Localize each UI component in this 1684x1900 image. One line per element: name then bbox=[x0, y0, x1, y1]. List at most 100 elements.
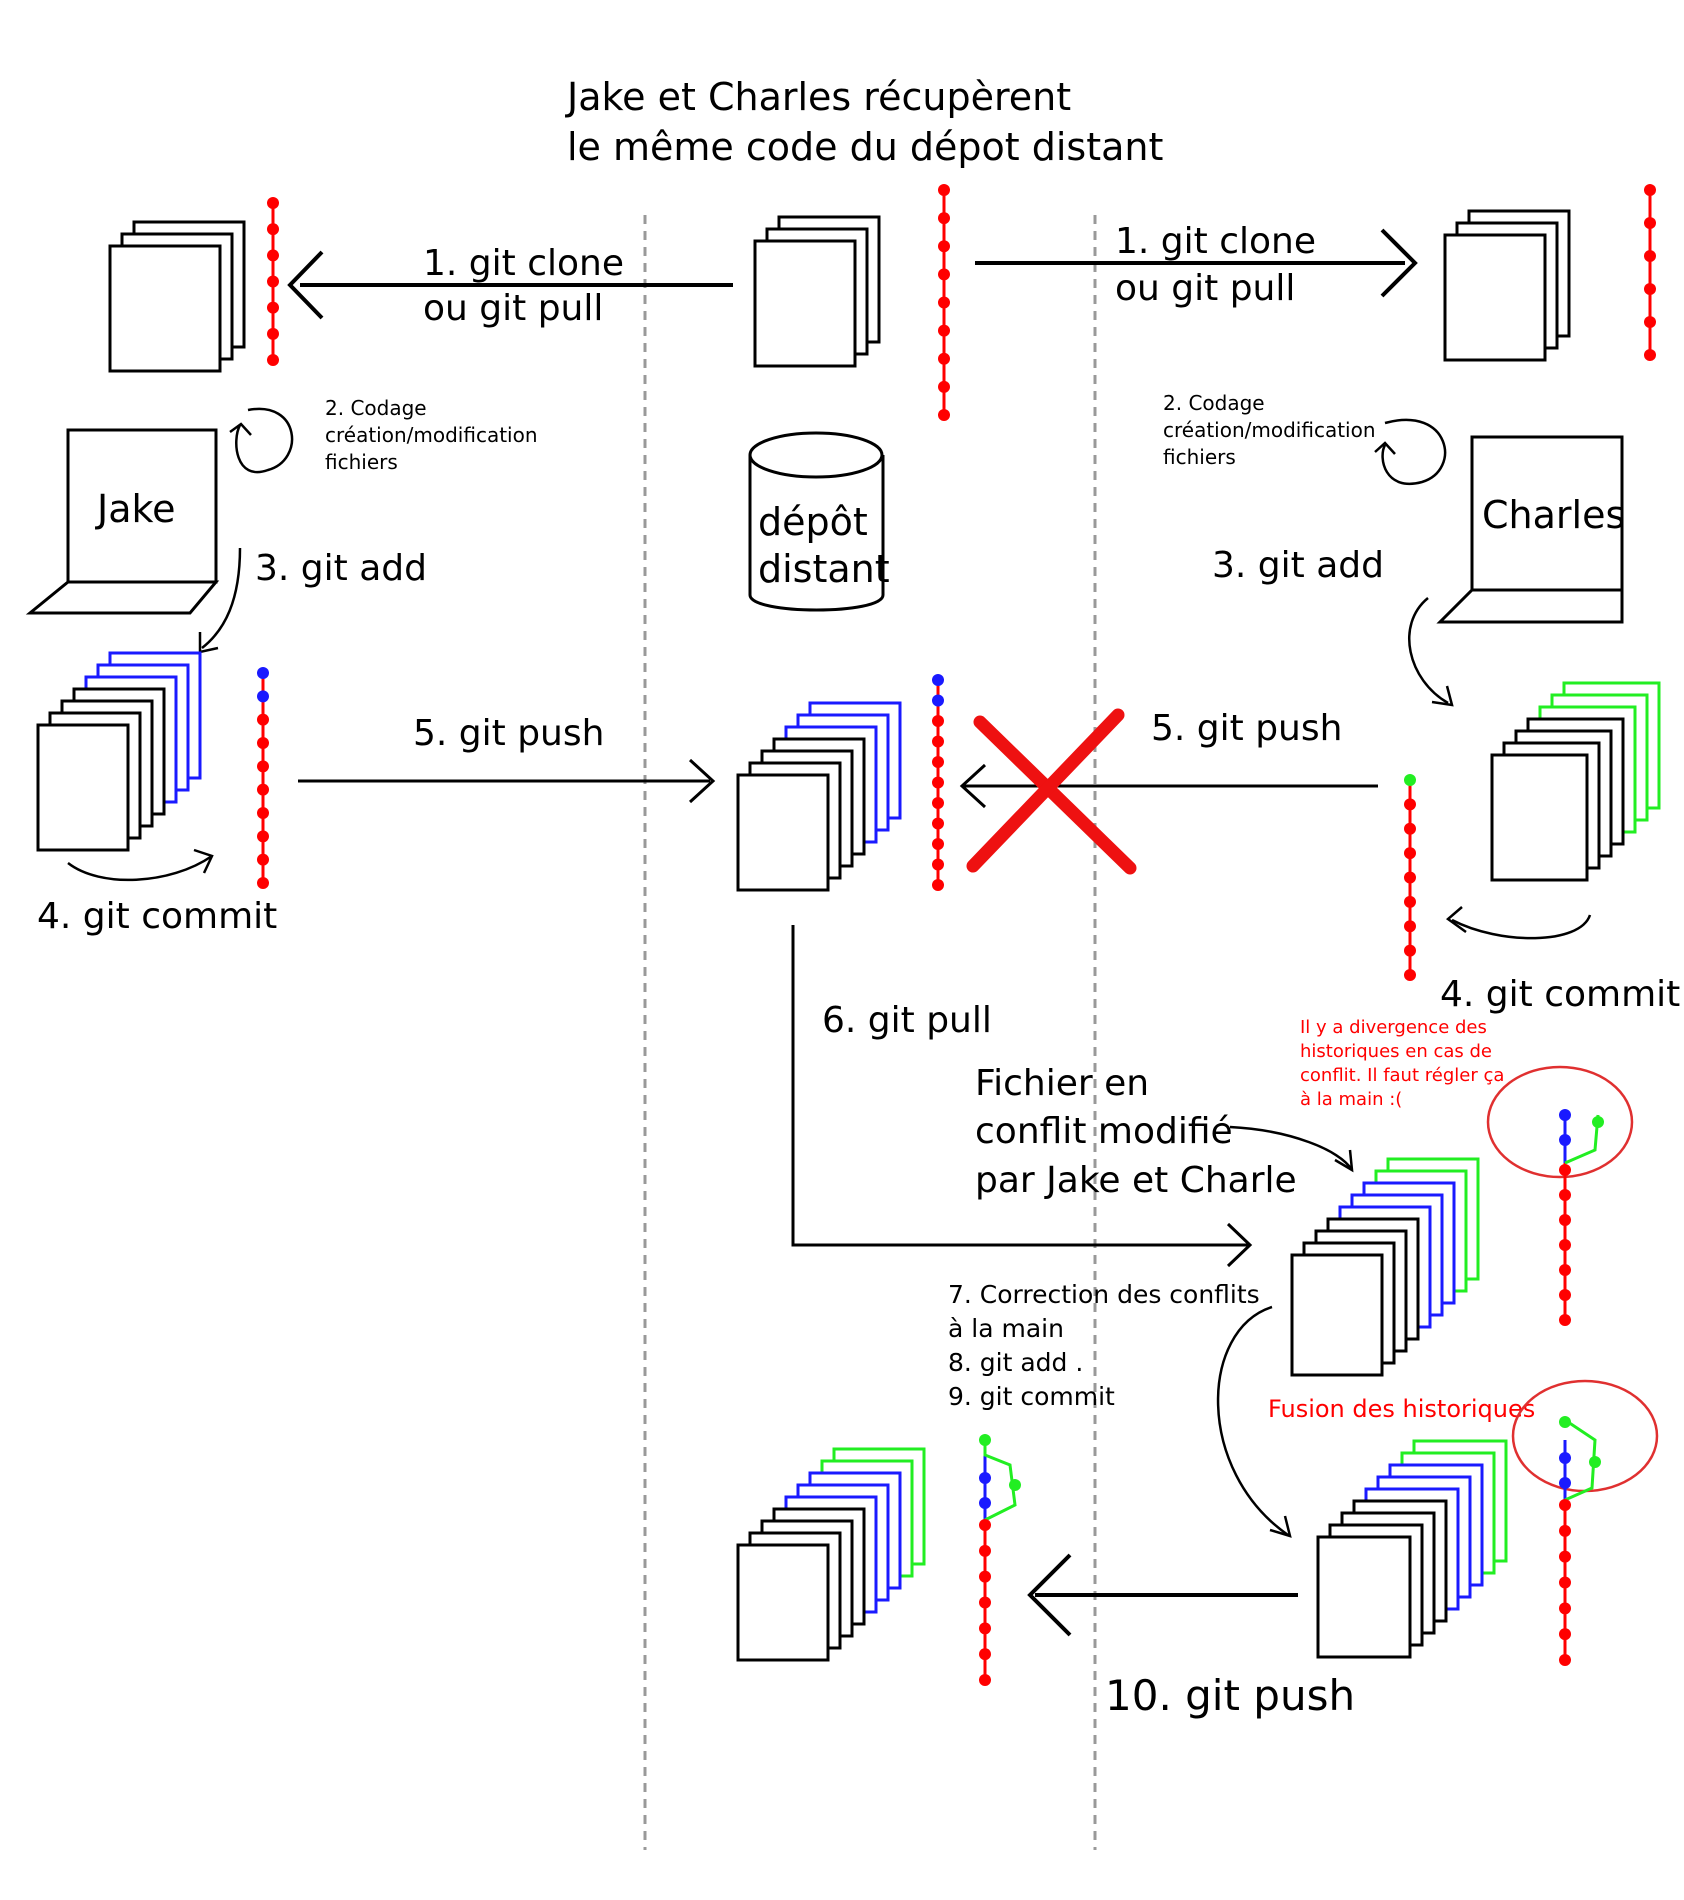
jake-coding-line-2: création/modification bbox=[325, 423, 538, 447]
commit-dot bbox=[1559, 1499, 1571, 1511]
commit-dot bbox=[1644, 316, 1656, 328]
commit-arrow-charles bbox=[1451, 914, 1592, 940]
commit-dot bbox=[257, 807, 269, 819]
commit-history-icon bbox=[932, 674, 944, 891]
commit-dot bbox=[1404, 798, 1416, 811]
commit-dot bbox=[1559, 1264, 1571, 1276]
laptop-icon bbox=[1436, 435, 1624, 624]
commit-dot bbox=[267, 223, 279, 236]
commit-history-icon bbox=[1559, 1109, 1604, 1146]
repo-line-1: dépôt bbox=[758, 500, 868, 544]
commit-dot bbox=[267, 249, 279, 262]
charles-coding-line-3: fichiers bbox=[1163, 445, 1236, 469]
commit-dot bbox=[1559, 1602, 1571, 1615]
file-stack-icon bbox=[753, 215, 881, 368]
commit-dot bbox=[267, 197, 279, 209]
commit-dot bbox=[1559, 1239, 1571, 1251]
commit-dot bbox=[1009, 1479, 1021, 1491]
arrow-icon bbox=[1380, 228, 1418, 298]
charles-clone-line-1: 1. git clone bbox=[1115, 221, 1316, 262]
commit-history-icon bbox=[1559, 1416, 1601, 1489]
jake-push-label: 5. git push bbox=[413, 713, 604, 754]
commit-dot bbox=[979, 1674, 991, 1686]
commit-dot bbox=[979, 1497, 991, 1509]
repo-line-2: distant bbox=[758, 547, 890, 591]
arrow-icon bbox=[1027, 1553, 1072, 1637]
charles-commit-label: 4. git commit bbox=[1440, 974, 1680, 1015]
file-sheet bbox=[1316, 1535, 1412, 1659]
file-sheet bbox=[36, 723, 130, 852]
commit-dot bbox=[1559, 1164, 1571, 1176]
commit-dot bbox=[1559, 1550, 1571, 1563]
commit-dot bbox=[1644, 217, 1656, 229]
commit-dot bbox=[938, 324, 950, 337]
file-sheet bbox=[736, 773, 830, 892]
file-stack-icon bbox=[108, 220, 246, 373]
commit-dot bbox=[979, 1570, 991, 1583]
commit-dot bbox=[1559, 1628, 1571, 1641]
commit-dot bbox=[1644, 184, 1656, 196]
arrow-icon bbox=[1445, 906, 1467, 934]
commit-dot bbox=[1644, 283, 1656, 295]
commit-history-icon bbox=[1644, 184, 1656, 361]
conflict-pointer-arrow bbox=[1229, 1125, 1354, 1171]
jake-add-label: 3. git add bbox=[255, 548, 427, 589]
steps-line-1: 7. Correction des conflits bbox=[948, 1280, 1260, 1309]
commit-dot bbox=[257, 853, 269, 866]
file-stack-icon bbox=[1443, 209, 1571, 362]
circular-arrow-icon bbox=[235, 407, 294, 474]
commit-dot bbox=[1559, 1134, 1571, 1146]
laptop-icon bbox=[25, 428, 220, 615]
jake-name: Jake bbox=[95, 487, 176, 531]
commit-dot bbox=[938, 409, 950, 421]
arrow-icon bbox=[287, 250, 324, 320]
commit-dot bbox=[1404, 895, 1416, 908]
commit-dot bbox=[1404, 944, 1416, 957]
database-icon bbox=[748, 431, 885, 612]
merged-history-icon bbox=[1511, 1379, 1659, 1665]
file-stack-icon bbox=[1290, 1157, 1480, 1377]
arrow-icon bbox=[1431, 685, 1454, 707]
commit-dot bbox=[257, 713, 269, 726]
commit-dot bbox=[267, 327, 279, 340]
commit-dot bbox=[1559, 1452, 1571, 1464]
commit-dot bbox=[979, 1544, 991, 1557]
commit-dot bbox=[1404, 847, 1416, 860]
charles-add-label: 3. git add bbox=[1212, 545, 1384, 586]
commit-dot bbox=[1404, 774, 1416, 786]
commit-dot bbox=[1559, 1416, 1571, 1428]
commit-dot bbox=[938, 212, 950, 225]
jake-clone-line-2: ou git pull bbox=[423, 288, 603, 329]
pull-label: 6. git pull bbox=[822, 1000, 992, 1041]
file-stack-icon bbox=[736, 1447, 926, 1662]
jake-clone-line-1: 1. git clone bbox=[423, 243, 624, 284]
commit-dot bbox=[1644, 349, 1656, 361]
commit-dot bbox=[938, 352, 950, 365]
commit-dot bbox=[979, 1472, 991, 1484]
final-push-label: 10. git push bbox=[1105, 1671, 1355, 1720]
jake-coding-line-3: fichiers bbox=[325, 450, 398, 474]
commit-dot bbox=[1404, 871, 1416, 884]
jake-coding-line-1: 2. Codage bbox=[325, 396, 427, 420]
add-arrow-jake bbox=[201, 547, 242, 649]
commit-history-icon bbox=[938, 184, 950, 421]
pull-arrow bbox=[791, 925, 1250, 1247]
commit-dot bbox=[257, 737, 269, 749]
commit-dot bbox=[257, 877, 269, 889]
commit-history-icon bbox=[1559, 1164, 1571, 1326]
commit-dot bbox=[1559, 1576, 1571, 1589]
divergence-line-1: Il y a divergence des bbox=[1300, 1017, 1487, 1038]
arrow-icon bbox=[1226, 1222, 1253, 1268]
commit-dot bbox=[1404, 969, 1416, 981]
commit-dot bbox=[938, 268, 950, 281]
arrow-icon bbox=[959, 763, 987, 809]
title-line-2: le même code du dépot distant bbox=[567, 125, 1163, 169]
charles-clone-line-2: ou git pull bbox=[1115, 268, 1295, 309]
merge-arrow bbox=[1216, 1305, 1289, 1537]
arrow-icon bbox=[1374, 441, 1396, 455]
file-sheet bbox=[1290, 1253, 1384, 1377]
arrow-icon bbox=[193, 848, 214, 874]
commit-dot bbox=[1589, 1456, 1601, 1468]
